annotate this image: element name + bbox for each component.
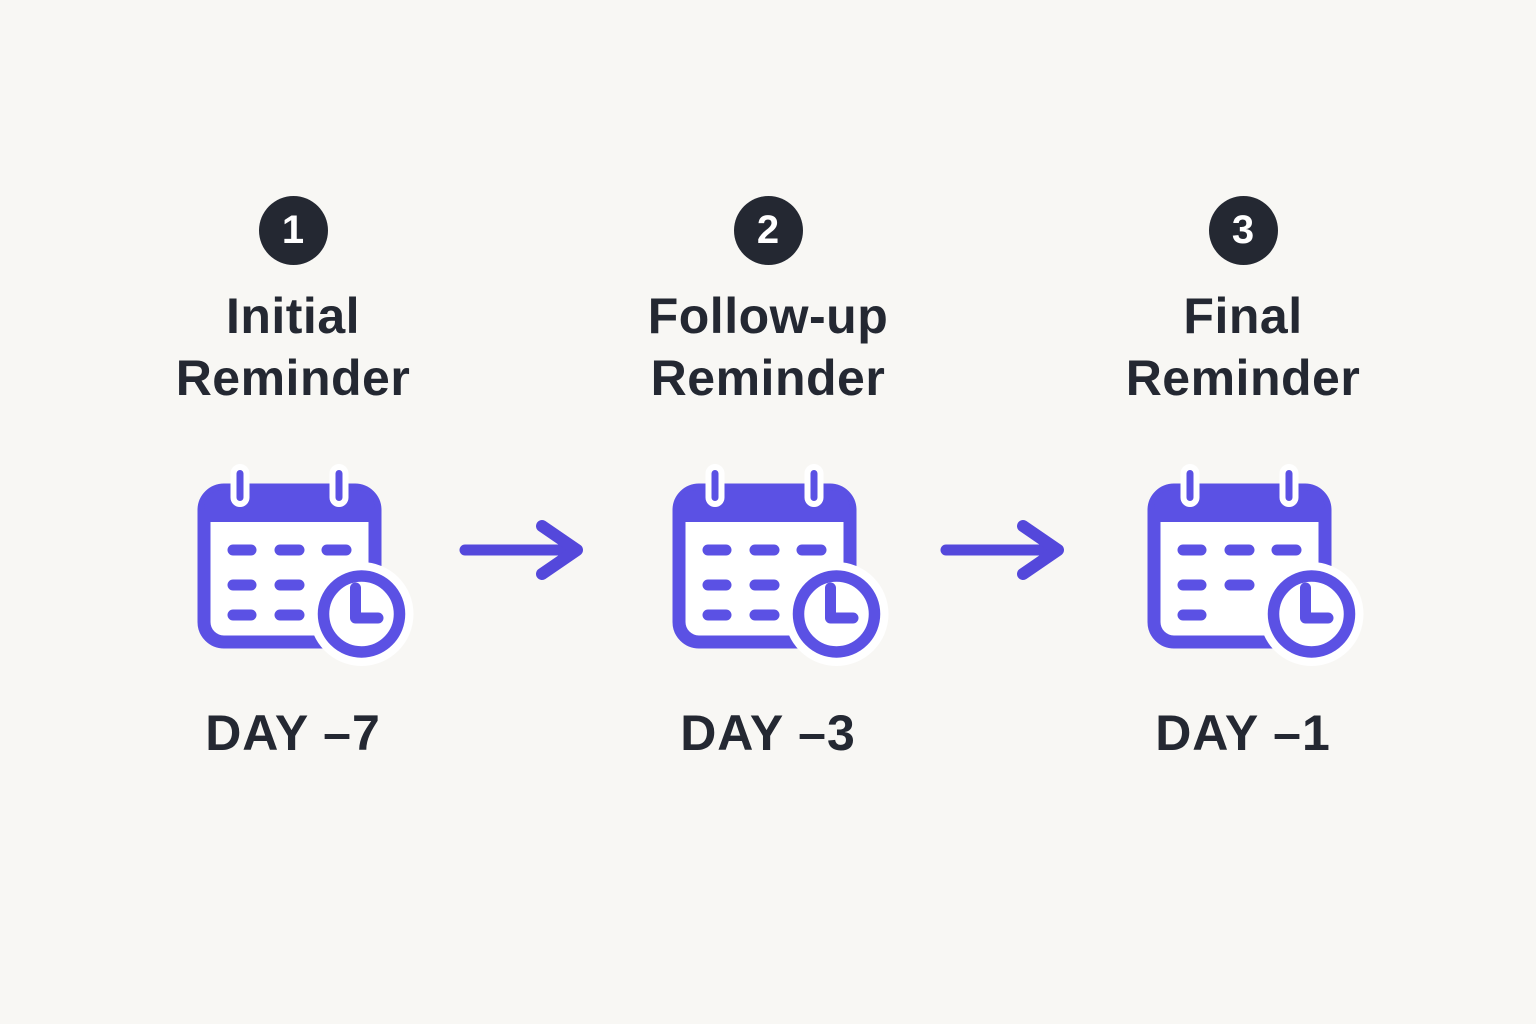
step-title-line2: Reminder — [1125, 350, 1361, 406]
step-title-line2: Reminder — [650, 350, 886, 406]
day-label: DAY –3 — [680, 705, 856, 761]
day-label: DAY –1 — [1155, 705, 1331, 761]
step-title-line1: Final — [1183, 288, 1303, 344]
steps-row: 1 Initial Reminder — [103, 196, 1433, 759]
calendar-clock-icon — [1144, 458, 1366, 668]
arrow-right-icon — [940, 518, 1066, 587]
step-number-badge: 3 — [1208, 196, 1278, 265]
step-number-badge: 1 — [258, 196, 328, 265]
step-title: Initial Reminder — [176, 285, 411, 409]
step-follow-up-reminder: 2 Follow-up Reminder — [578, 196, 958, 759]
step-final-reminder: 3 Final Reminder — [1053, 196, 1433, 759]
calendar-clock-icon — [669, 458, 891, 668]
step-number: 1 — [281, 207, 305, 252]
step-initial-reminder: 1 Initial Reminder — [103, 196, 483, 759]
step-title: Follow-up Reminder — [648, 285, 889, 409]
step-number: 2 — [756, 207, 780, 252]
step-title-line1: Initial — [225, 288, 361, 344]
step-number-badge: 2 — [733, 196, 803, 265]
arrow-right-icon — [459, 518, 585, 587]
step-title: Final Reminder — [1126, 285, 1361, 409]
day-label: DAY –7 — [205, 705, 381, 761]
step-title-line1: Follow-up — [647, 288, 889, 344]
step-title-line2: Reminder — [175, 350, 411, 406]
step-number: 3 — [1231, 207, 1255, 252]
calendar-clock-icon — [194, 458, 416, 668]
